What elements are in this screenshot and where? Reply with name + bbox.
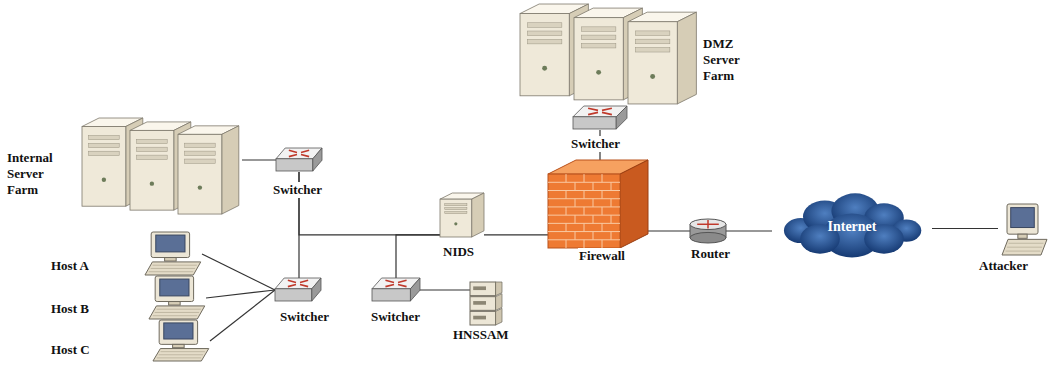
pc-icon <box>998 204 1048 256</box>
firewall-icon <box>548 160 648 248</box>
switch-icon <box>276 148 322 172</box>
firewall: Firewall <box>548 160 648 248</box>
pc-icon <box>148 320 210 362</box>
server-farm: Internal Server Farm <box>82 118 242 216</box>
network-switch: Switcher <box>573 106 627 130</box>
host-computer: Host C <box>148 320 210 362</box>
device-label: DMZ Server Farm <box>702 36 758 84</box>
network-switch: Switcher <box>276 148 322 172</box>
router: Router <box>690 219 726 243</box>
host-computer: Host A <box>140 232 202 276</box>
device-label: Attacker <box>978 258 1029 274</box>
network-link <box>206 290 275 298</box>
device-label: Host B <box>50 301 90 317</box>
pc-icon <box>144 276 206 320</box>
device-label: Host A <box>50 258 90 274</box>
switch-icon <box>275 278 321 302</box>
hnssam-server: HNSSAM <box>470 282 502 326</box>
server-farm: DMZ Server Farm <box>520 4 700 106</box>
device-label: Switcher <box>370 309 421 325</box>
router-icon <box>690 219 726 243</box>
network-link <box>242 159 276 160</box>
switch-icon <box>372 278 420 302</box>
network-link <box>396 235 440 278</box>
internet-cloud: Internet <box>772 190 932 260</box>
device-label: HNSSAM <box>452 327 510 343</box>
device-label: Internet <box>827 219 878 235</box>
network-link <box>420 289 470 290</box>
network-link <box>210 290 275 341</box>
device-label: Host C <box>50 342 91 358</box>
switch-icon <box>573 106 627 130</box>
device-label: Firewall <box>578 248 626 264</box>
device-label: Switcher <box>272 182 323 198</box>
network-switch: Switcher <box>372 278 420 302</box>
ids-server: NIDS <box>440 193 484 237</box>
device-label: NIDS <box>442 244 475 260</box>
host-computer: Host B <box>144 276 206 320</box>
servers3-icon <box>82 118 242 216</box>
device-label: Router <box>690 246 731 262</box>
network-link <box>932 228 998 229</box>
network-switch: Switcher <box>275 278 321 302</box>
device-label: Internal Server Farm <box>6 150 72 198</box>
device-label: Switcher <box>570 136 621 152</box>
network-link <box>648 230 690 231</box>
rack-icon <box>470 282 502 326</box>
attacker-host: Attacker <box>998 204 1048 256</box>
network-link <box>726 230 772 231</box>
pc-icon <box>140 232 202 276</box>
tower-icon <box>440 193 484 237</box>
network-link <box>484 234 548 235</box>
device-label: Switcher <box>279 309 330 325</box>
network-link <box>202 254 275 290</box>
servers3-icon <box>520 4 700 106</box>
